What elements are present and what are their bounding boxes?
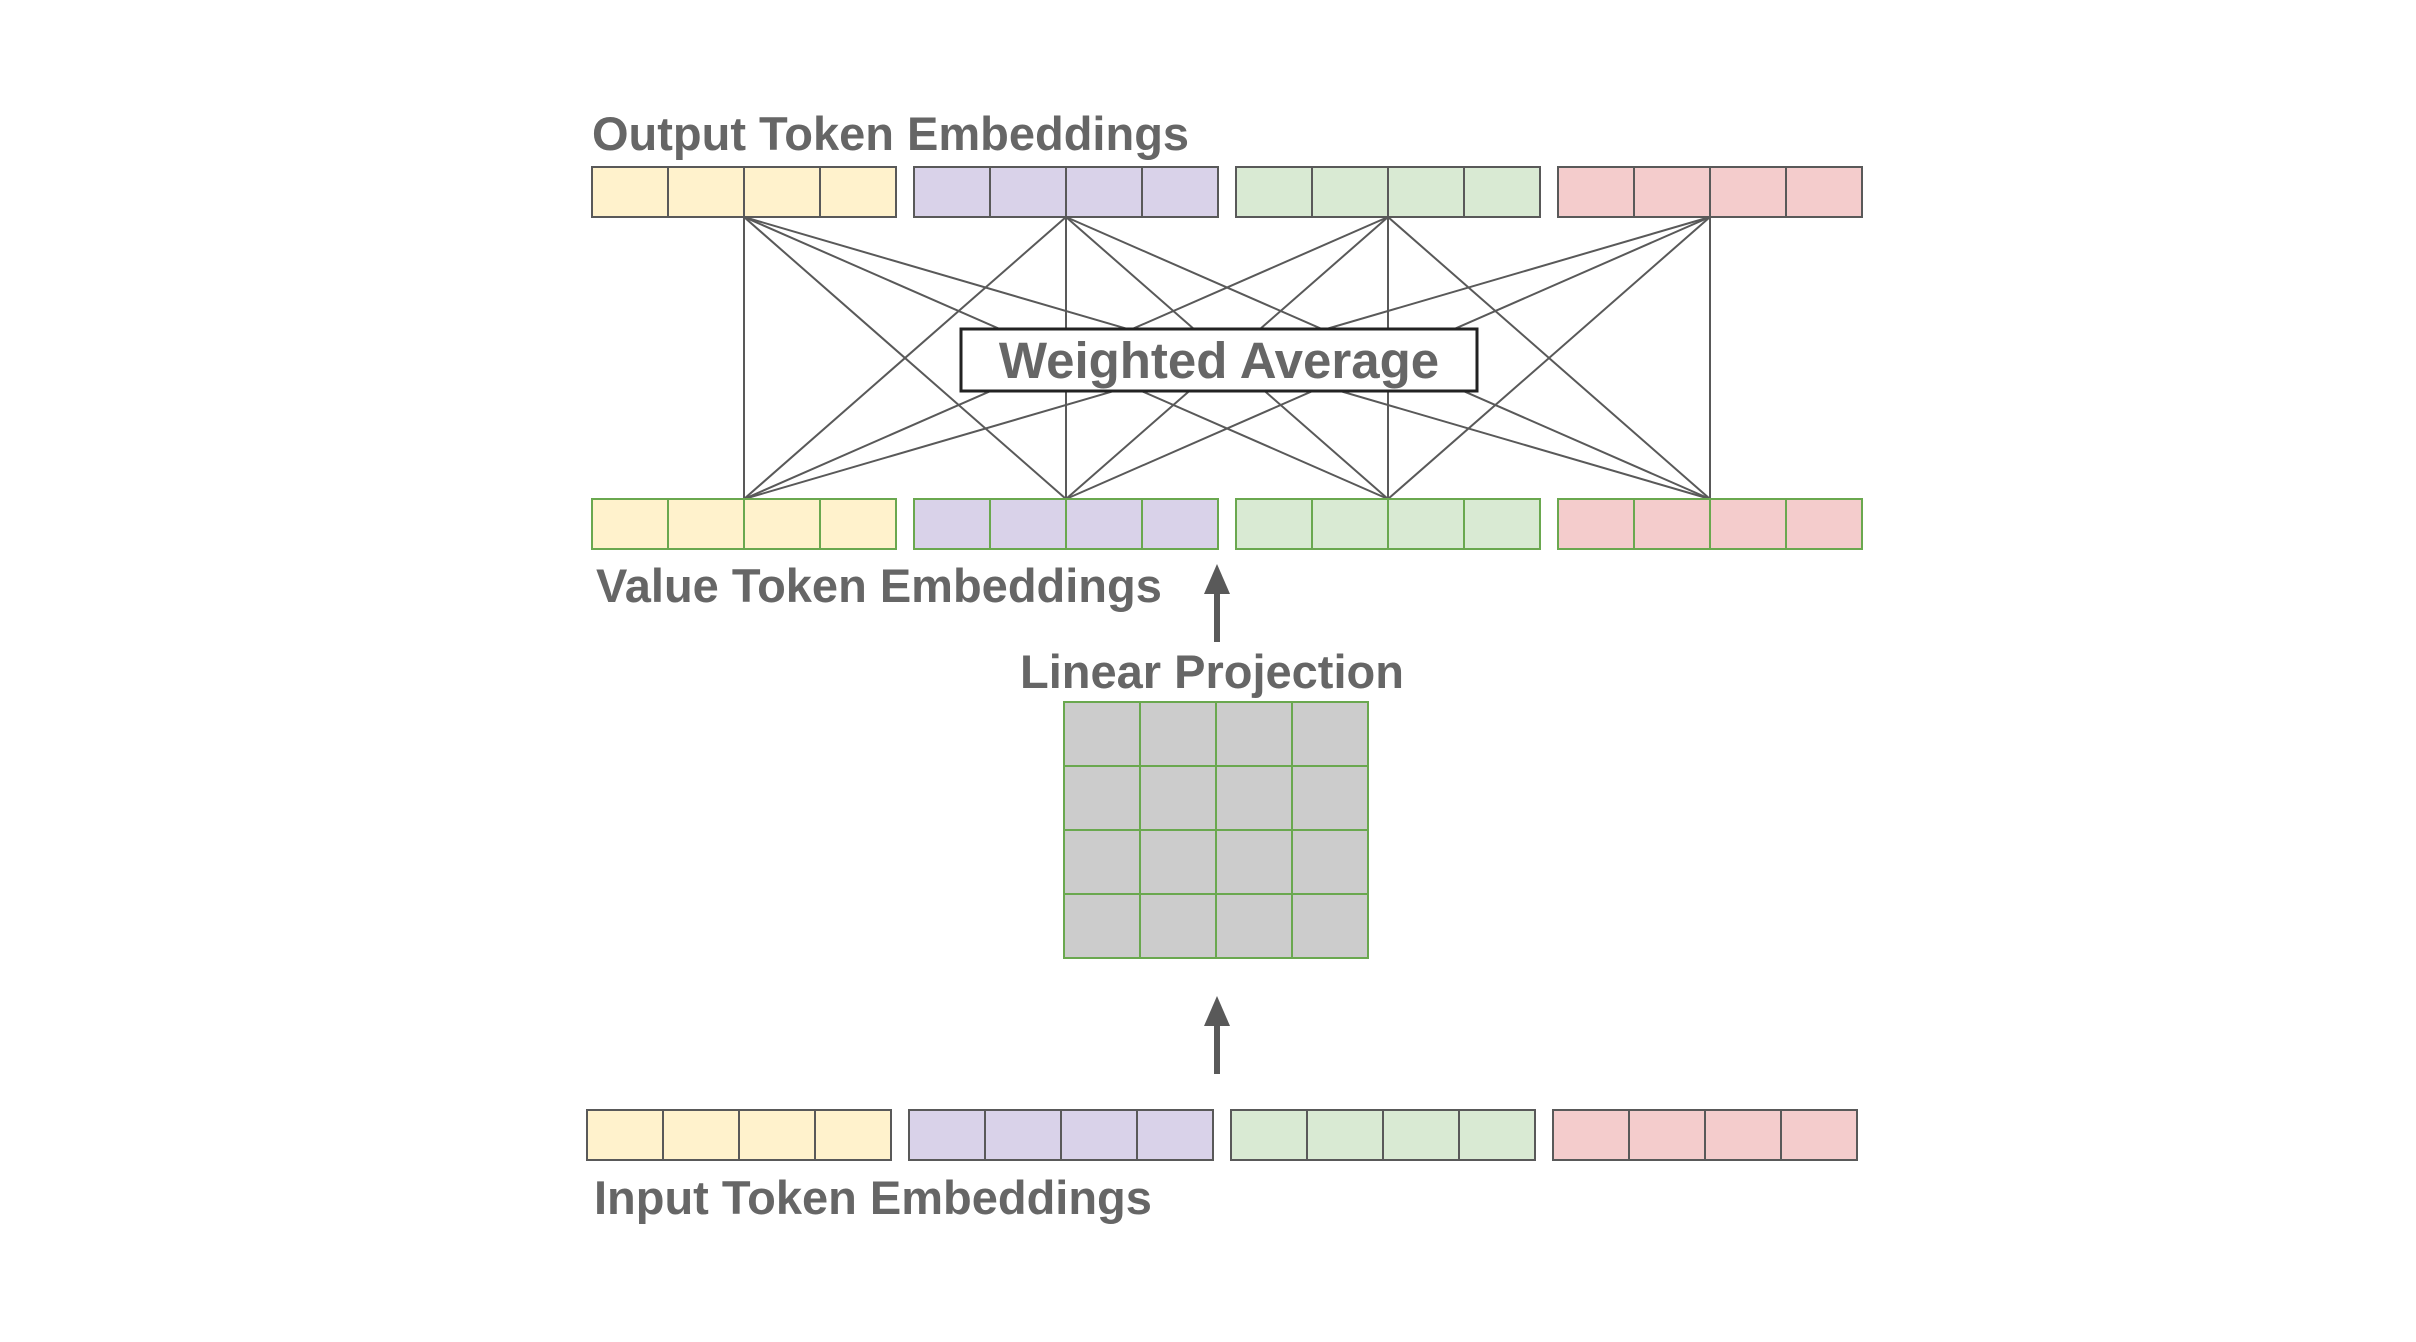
output-cell [1387,166,1465,218]
arrow-to-value [1204,564,1230,642]
input-cell [1628,1109,1706,1161]
output-cell [1557,166,1635,218]
value-cell [1557,498,1635,550]
output-cell [1709,166,1787,218]
output-cell [1065,166,1143,218]
input-cell [1552,1109,1630,1161]
weighted-average-box: Weighted Average [959,327,1479,393]
matrix-cell [1215,893,1293,959]
input-cell [1306,1109,1384,1161]
input-cell [1136,1109,1214,1161]
value-cell [1709,498,1787,550]
input-embeddings-label: Input Token Embeddings [594,1171,1152,1224]
output-token-red [1557,166,1863,218]
matrix-cell [1291,829,1369,895]
output-cell [819,166,897,218]
value-cell [591,498,669,550]
value-token-yellow [591,498,897,550]
input-cell [1780,1109,1858,1161]
input-token-purple [908,1109,1214,1161]
input-cell [1230,1109,1308,1161]
value-cell [1633,498,1711,550]
value-cell [1311,498,1389,550]
output-cell [1785,166,1863,218]
arrow-to-value-head [1204,564,1230,594]
matrix-cell [1139,829,1217,895]
matrix-cell [1139,701,1217,767]
input-cell [662,1109,740,1161]
input-cell [1458,1109,1536,1161]
matrix-cell [1215,701,1293,767]
value-cell [1785,498,1863,550]
input-token-embeddings [586,1109,1858,1161]
weighted-average-label: Weighted Average [999,332,1439,389]
input-token-red [1552,1109,1858,1161]
value-cell [1141,498,1219,550]
attention-line [743,216,1067,500]
output-cell [989,166,1067,218]
value-cell [1463,498,1541,550]
output-cell [1141,166,1219,218]
output-token-green [1235,166,1541,218]
value-token-purple [913,498,1219,550]
value-cell [1065,498,1143,550]
matrix-cell [1139,765,1217,831]
matrix-cell [1063,893,1141,959]
input-cell [1060,1109,1138,1161]
linear-projection-label: Linear Projection [1020,645,1404,698]
input-cell [1704,1109,1782,1161]
input-cell [984,1109,1062,1161]
weighted-average-frame [959,327,1479,393]
output-cell [743,166,821,218]
matrix-cell [1063,701,1141,767]
input-cell [908,1109,986,1161]
output-cell [1311,166,1389,218]
matrix-cell [1291,765,1369,831]
value-cell [1235,498,1313,550]
input-cell [738,1109,816,1161]
input-cell [1382,1109,1460,1161]
output-token-yellow [591,166,897,218]
value-token-embeddings [591,498,1863,550]
input-token-green [1230,1109,1536,1161]
value-cell [1387,498,1465,550]
matrix-cell [1291,701,1369,767]
value-cell [667,498,745,550]
matrix-cell [1291,893,1369,959]
matrix-cell [1215,765,1293,831]
matrix-cell [1063,765,1141,831]
value-token-green [1235,498,1541,550]
input-cell [586,1109,664,1161]
attention-line [1387,216,1711,500]
output-cell [1463,166,1541,218]
arrow-to-projection [1204,996,1230,1074]
value-embeddings-label: Value Token Embeddings [596,559,1162,612]
flow-arrows [1204,564,1230,1074]
output-cell [591,166,669,218]
matrix-cell [1063,829,1141,895]
output-token-embeddings [591,166,1863,218]
value-cell [743,498,821,550]
input-token-yellow [586,1109,892,1161]
input-cell [814,1109,892,1161]
linear-projection-matrix [1063,701,1369,959]
output-token-purple [913,166,1219,218]
arrow-to-projection-head [1204,996,1230,1026]
output-cell [1235,166,1313,218]
value-cell [819,498,897,550]
value-cell [913,498,991,550]
value-cell [989,498,1067,550]
output-cell [913,166,991,218]
matrix-cell [1139,893,1217,959]
output-embeddings-label: Output Token Embeddings [592,107,1189,160]
value-token-red [1557,498,1863,550]
matrix-cell [1215,829,1293,895]
output-cell [1633,166,1711,218]
output-cell [667,166,745,218]
